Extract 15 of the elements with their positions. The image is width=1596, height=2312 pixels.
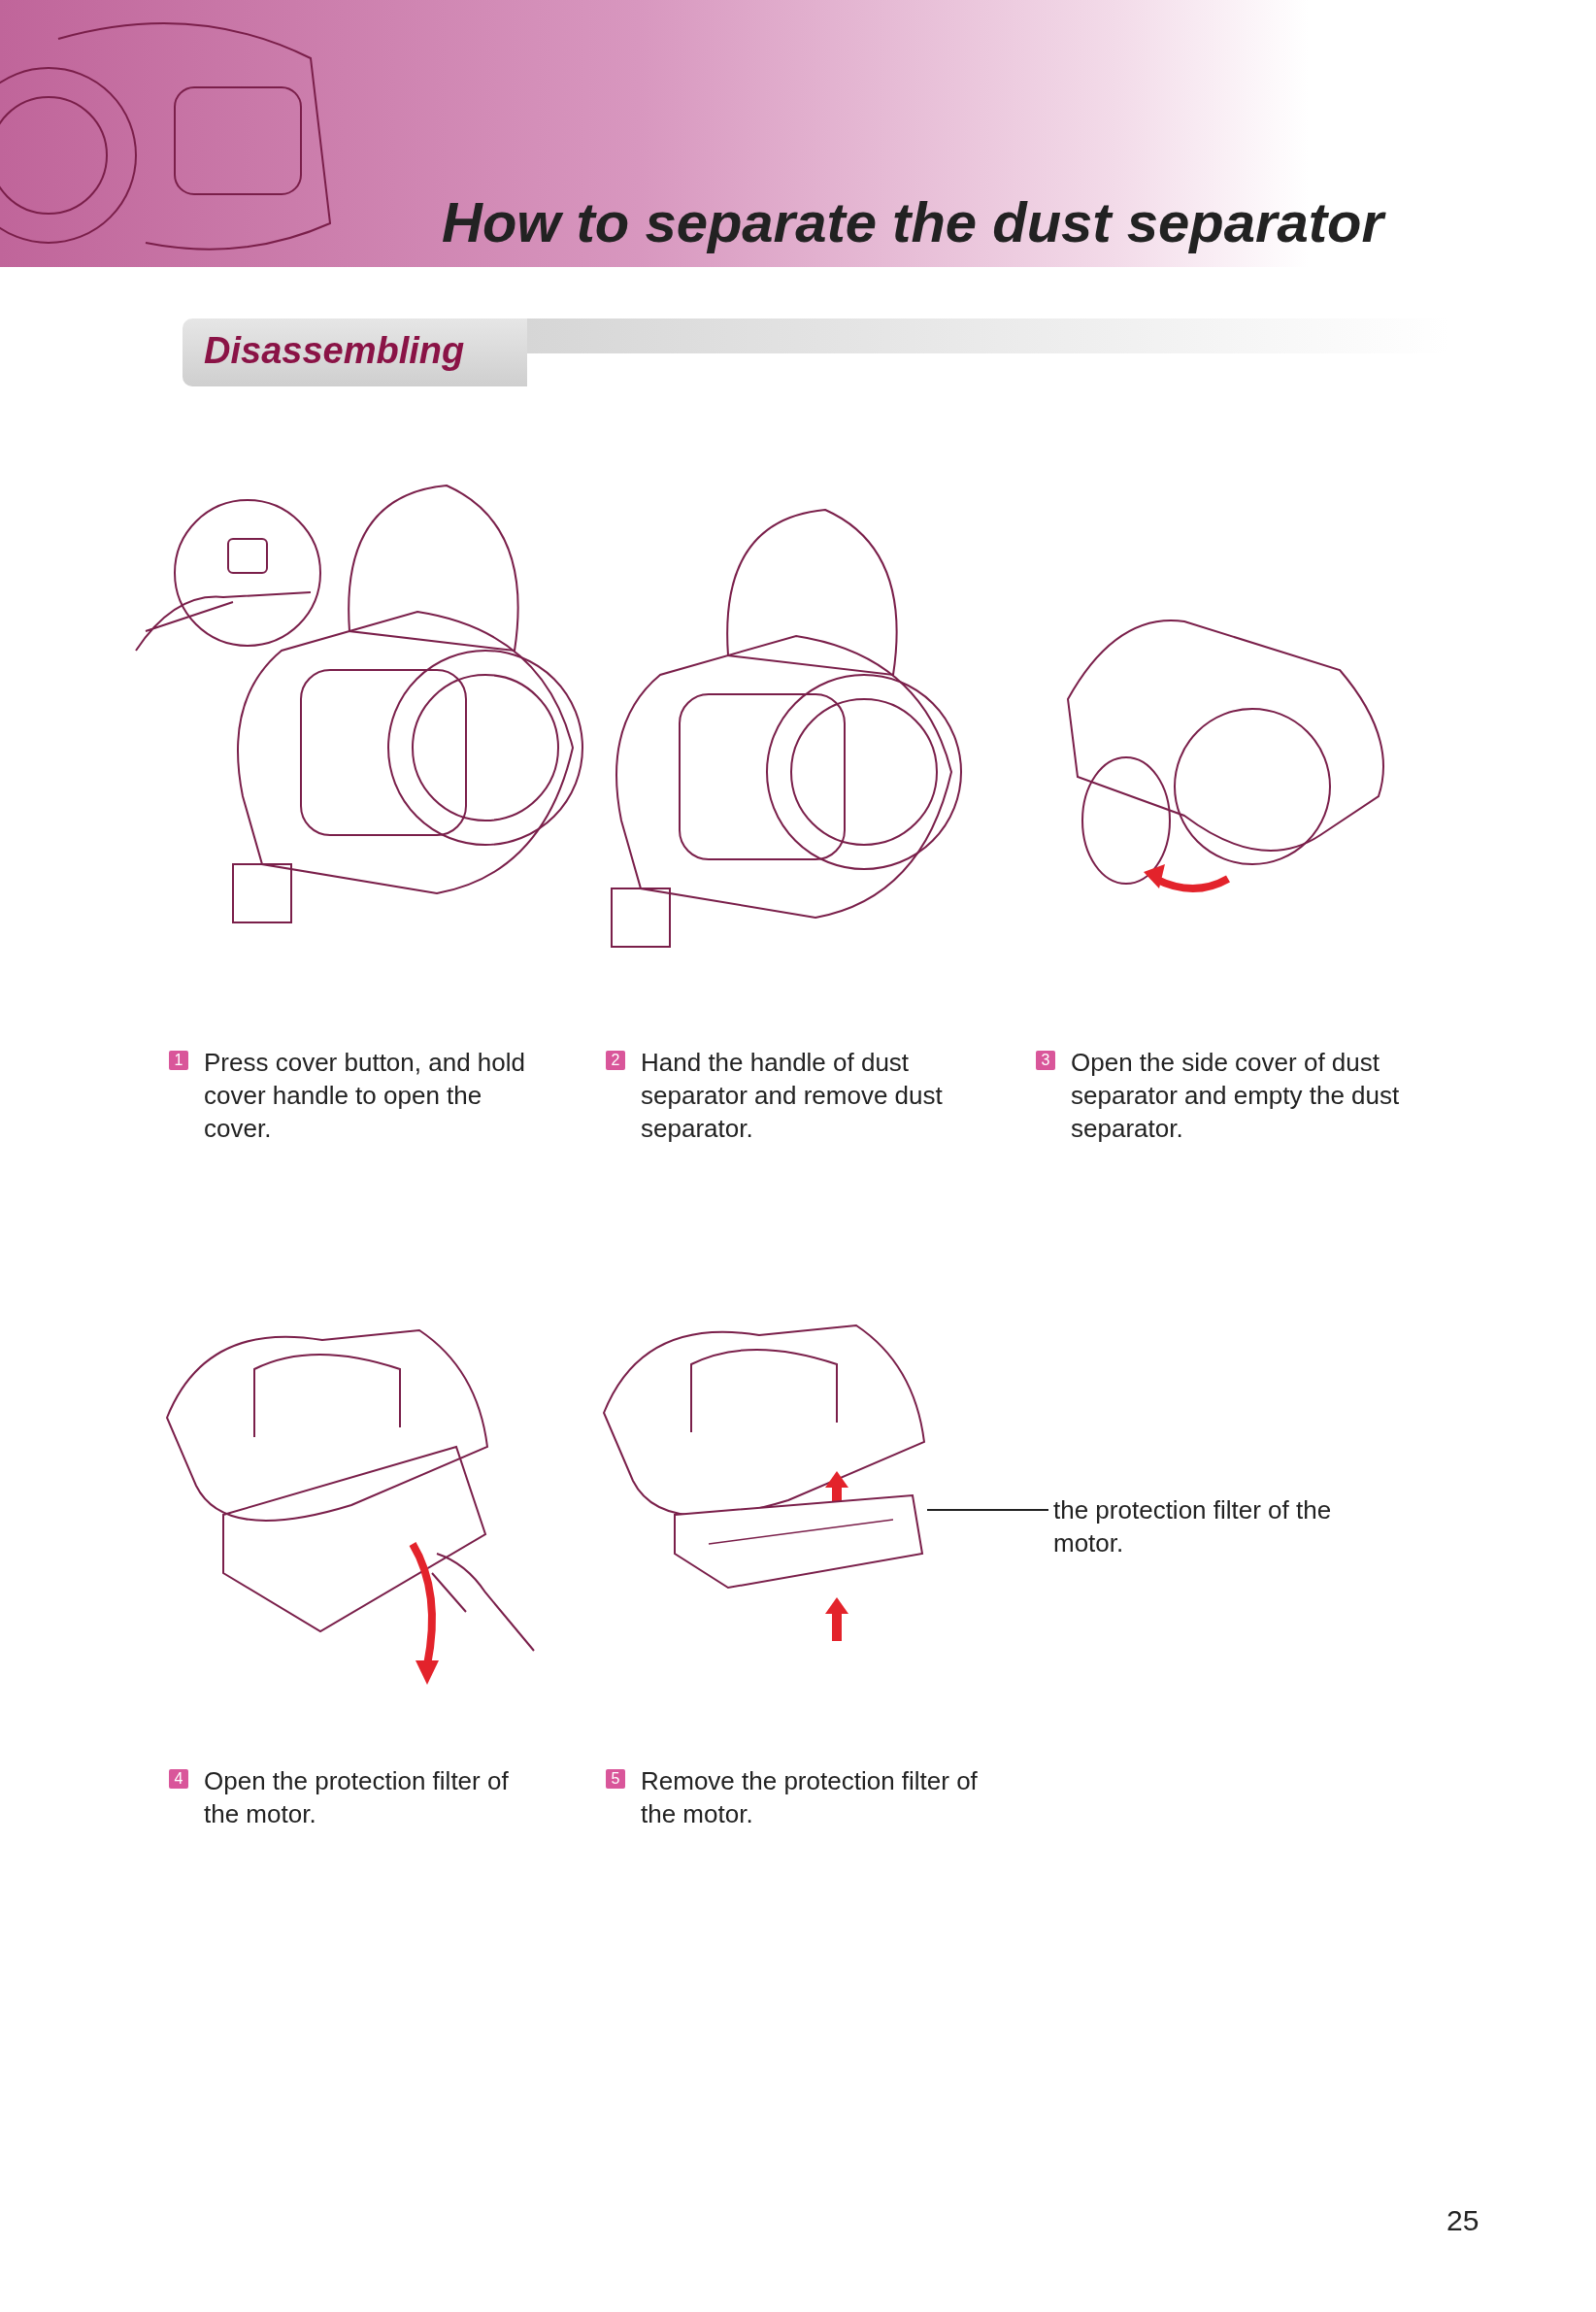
- step-number: 4: [169, 1769, 188, 1789]
- step-number: 3: [1036, 1051, 1055, 1070]
- step-number: 2: [606, 1051, 625, 1070]
- step-instruction: Hand the handle of dust separator and remove dust separator.: [641, 1047, 944, 1145]
- section-heading: Disassembling: [204, 330, 465, 372]
- step-number: 1: [169, 1051, 188, 1070]
- step-instruction: Open the side cover of dust separator and empty the dust separator.: [1071, 1047, 1401, 1145]
- step-instruction: Open the protection filter of the motor.: [204, 1765, 510, 1830]
- leader-line: [926, 1509, 1049, 1511]
- step-number: 5: [606, 1769, 625, 1789]
- page-number: 25: [1446, 2204, 1480, 2237]
- page-title: How to separate the dust separator: [442, 189, 1384, 254]
- callout-text: the protection filter of the motor.: [1053, 1493, 1383, 1559]
- step-instruction: Remove the protection filter of the motor.: [641, 1765, 979, 1830]
- step-instruction: Press cover button, and hold cover handle to open the cover.: [204, 1047, 526, 1145]
